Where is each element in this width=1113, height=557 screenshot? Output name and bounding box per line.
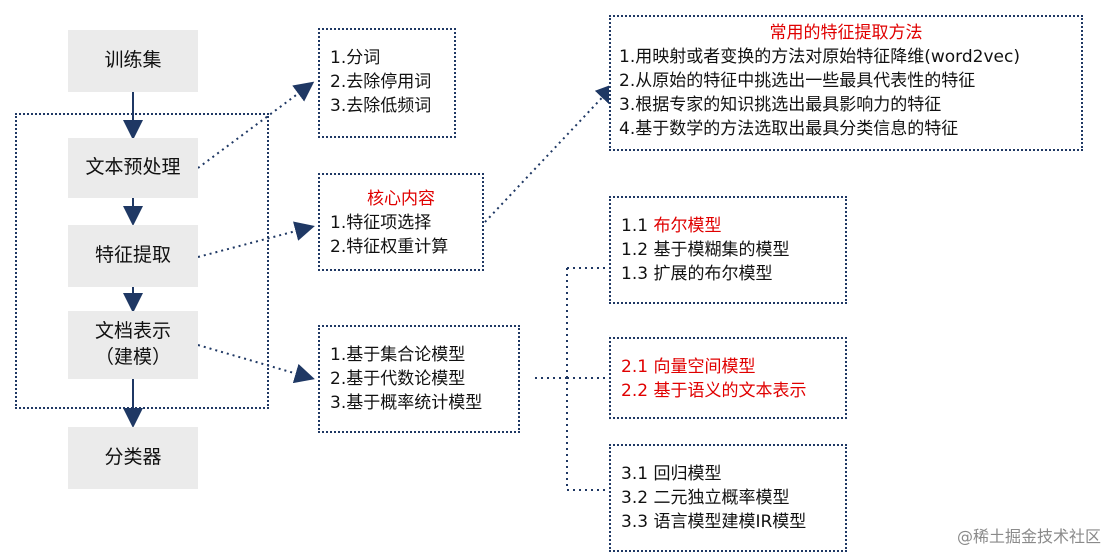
core-content-item: 1.特征项选择 [330,213,432,233]
model-categories-box: 1.基于集合论模型 2.基于代数论模型 3.基于概率统计模型 [318,325,520,433]
algebraic-models-box: 2.1 向量空间模型 2.2 基于语义的文本表示 [609,337,847,419]
model-item: 3.2 二元独立概率模型 [621,488,790,508]
bracket-model-families [535,267,608,491]
preprocess-step: 2.去除停用词 [330,72,432,92]
modeling-label: （建模） [94,346,171,368]
boolean-model-label: 布尔模型 [653,216,722,236]
training-set-label: 训练集 [104,49,162,72]
watermark: @稀土掘金技术社区 [956,527,1101,546]
training-set-node: 训练集 [68,30,198,92]
feature-extraction-label: 特征提取 [94,244,171,267]
probabilistic-models-box: 3.1 回归模型 3.2 二元独立概率模型 3.3 语言模型建模IR模型 [609,444,847,552]
model-item: 2.2 基于语义的文本表示 [621,381,807,401]
feature-methods-box: 常用的特征提取方法 1.用映射或者变换的方法对原始特征降维(word2vec) … [609,15,1083,151]
feature-method-item: 3.根据专家的知识挑选出最具影响力的特征 [619,95,942,115]
preprocess-label: 文本预处理 [85,156,181,179]
vector-space-model-label: 向量空间模型 [653,357,756,377]
model-item: 3.1 回归模型 [621,464,722,484]
model-category-item: 2.基于代数论模型 [330,369,466,389]
feature-method-item: 2.从原始的特征中挑选出一些最具代表性的特征 [619,71,976,91]
link-feature-core [197,221,315,258]
document-representation-node: 文档表示 （建模） [68,311,198,379]
core-content-box: 核心内容 1.特征项选择 2.特征权重计算 [318,173,484,271]
pipeline-core-group [15,113,269,409]
link-represent-models [197,344,315,384]
model-item: 1.3 扩展的布尔模型 [621,264,773,284]
core-content-title: 核心内容 [367,189,435,209]
feature-method-item: 1.用映射或者变换的方法对原始特征降维(word2vec) [619,47,1020,67]
feature-extraction-node: 特征提取 [68,225,198,287]
core-content-item: 2.特征权重计算 [330,237,449,257]
preprocess-step: 1.分词 [330,48,381,68]
model-item: 1.2 基于模糊集的模型 [621,240,790,260]
preprocess-step: 3.去除低频词 [330,96,432,116]
model-item: 3.3 语言模型建模IR模型 [621,512,807,532]
classifier-label: 分类器 [104,446,162,469]
preprocess-steps-box: 1.分词 2.去除停用词 3.去除低频词 [318,28,456,138]
feature-method-item: 4.基于数学的方法选取出最具分类信息的特征 [619,119,959,139]
model-category-item: 1.基于集合论模型 [330,345,466,365]
set-theory-models-box: 1.1 布尔模型 1.2 基于模糊集的模型 1.3 扩展的布尔模型 [609,196,847,304]
feature-methods-title: 常用的特征提取方法 [769,23,923,43]
semantic-representation-label: 基于语义的文本表示 [653,381,807,401]
model-category-item: 3.基于概率统计模型 [330,393,483,413]
document-representation-label: 文档表示 [94,320,171,343]
link-core-methods [484,83,616,223]
model-item: 2.1 向量空间模型 [621,357,756,377]
classifier-node: 分类器 [68,427,198,489]
model-item: 1.1 布尔模型 [621,216,722,236]
preprocess-node: 文本预处理 [68,138,198,198]
